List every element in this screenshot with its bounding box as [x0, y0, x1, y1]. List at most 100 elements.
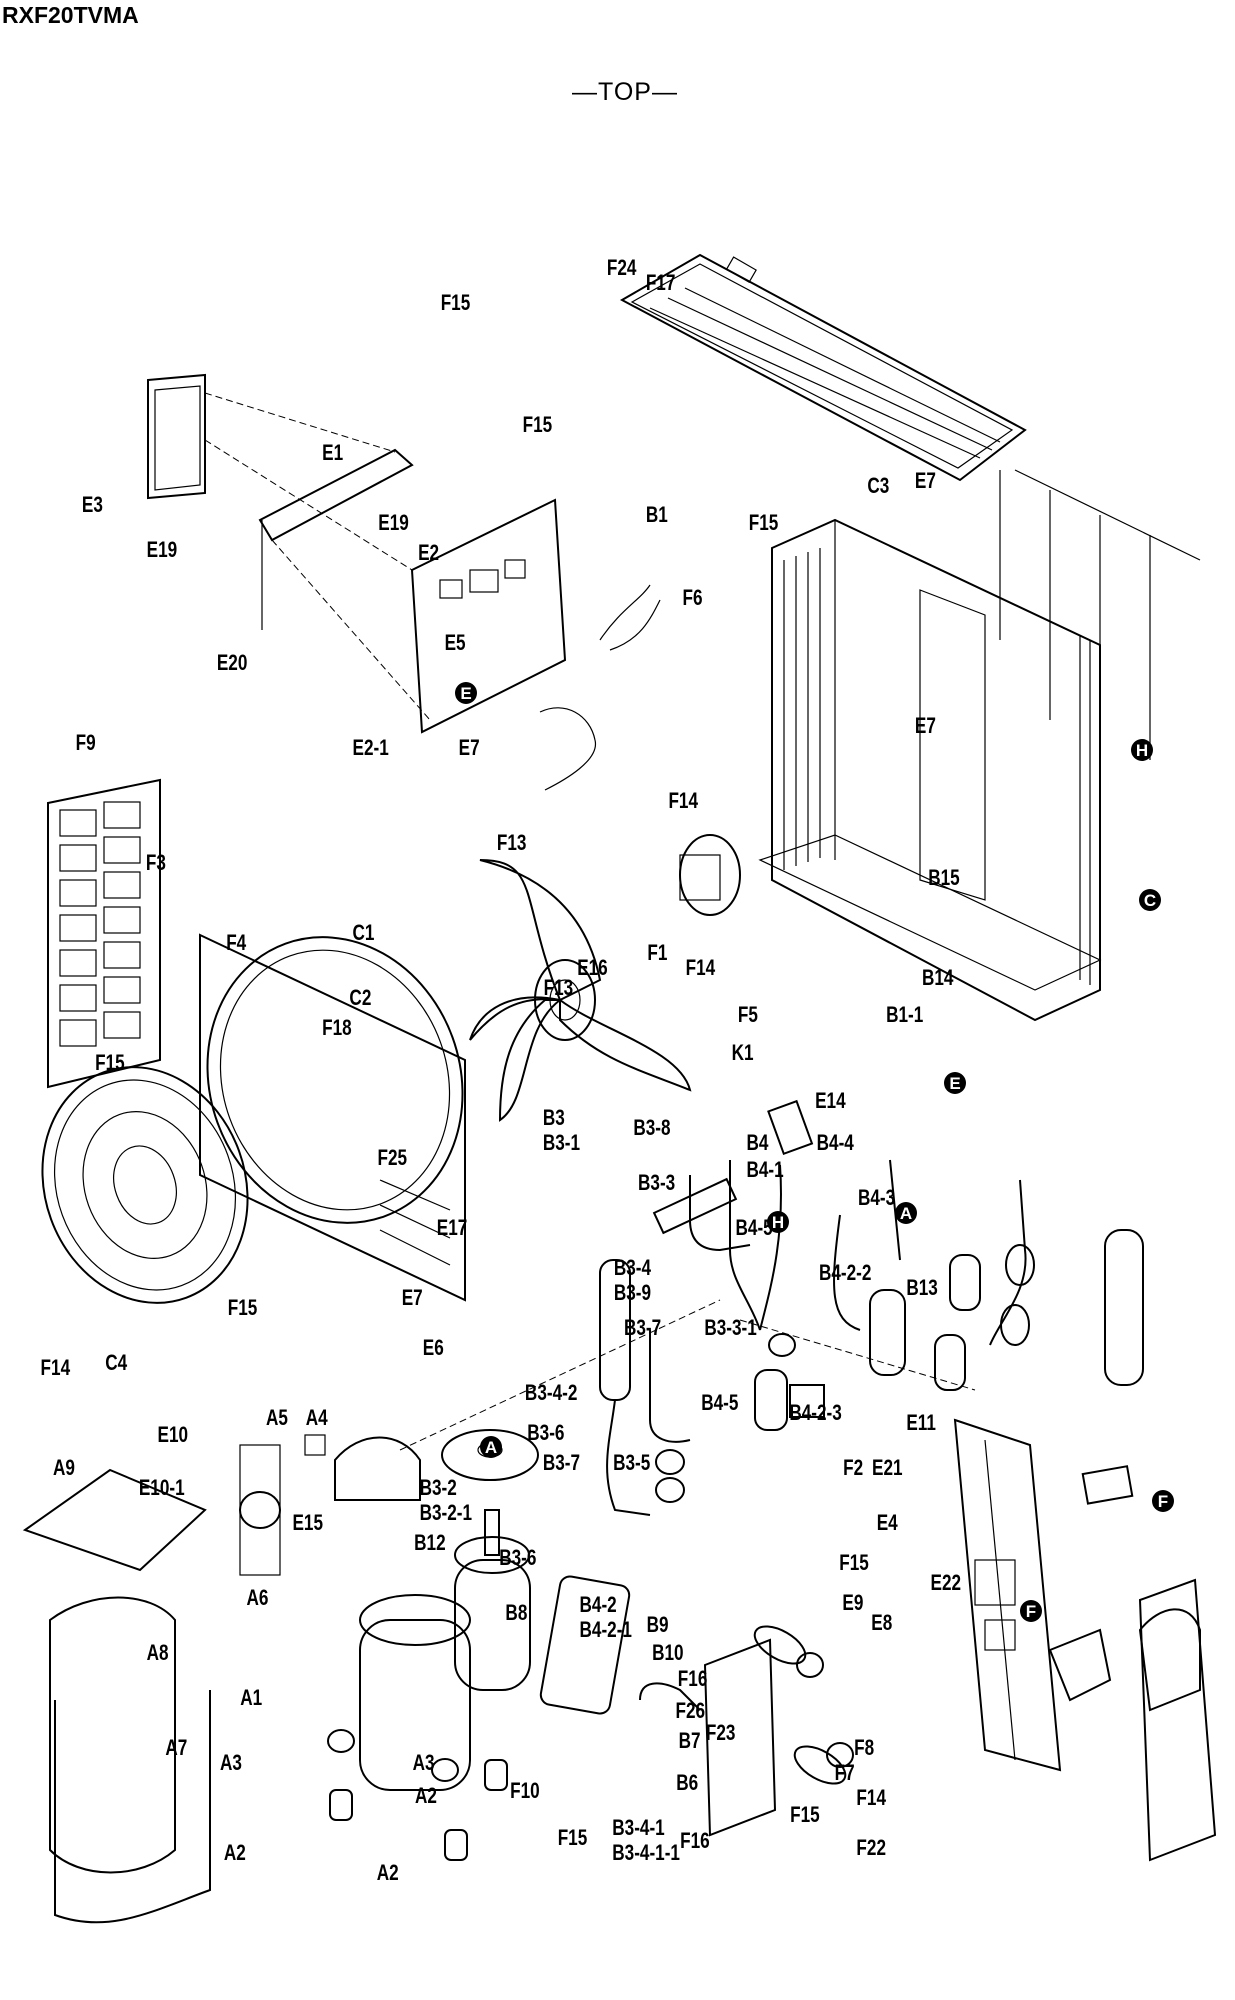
part-label: B13 — [906, 1276, 937, 1301]
top-panel-drawing — [619, 253, 1027, 482]
part-label: A2 — [415, 1784, 437, 1809]
view-label: —TOP— — [572, 78, 678, 106]
part-label: A6 — [246, 1586, 268, 1611]
part-label: F7 — [835, 1761, 855, 1786]
part-label: E20 — [217, 651, 248, 676]
part-label: F13 — [497, 831, 527, 856]
part-label: B14 — [922, 966, 953, 991]
part-label: B4-2-2 — [819, 1261, 871, 1286]
part-label: B12 — [414, 1531, 445, 1556]
part-label: F22 — [856, 1836, 886, 1861]
part-label: C4 — [105, 1351, 127, 1376]
part-label: B3-8 — [633, 1116, 670, 1141]
part-label: B3-1 — [543, 1131, 580, 1156]
marker-a-2-text: A — [485, 1438, 497, 1457]
part-label: E10-1 — [139, 1476, 185, 1501]
part-label: A3 — [413, 1751, 435, 1776]
marker-f-2: F — [1020, 1600, 1042, 1622]
part-label: E3 — [82, 493, 103, 518]
part-label: B3-6 — [527, 1421, 564, 1446]
part-label: B3-4-2 — [525, 1381, 577, 1406]
part-label: B3-3-1 — [704, 1316, 756, 1341]
side-grille-drawing — [47, 778, 161, 1089]
part-label: B4-5 — [701, 1391, 738, 1416]
part-label: E9 — [842, 1591, 863, 1616]
part-label: C3 — [867, 474, 889, 499]
part-label: F5 — [738, 1003, 758, 1028]
fan-motor-drawing — [679, 834, 741, 916]
part-label: F26 — [675, 1699, 705, 1724]
part-label: B4-2-3 — [789, 1401, 841, 1426]
part-label: F18 — [322, 1016, 352, 1041]
part-label: F10 — [510, 1779, 540, 1804]
part-label: A1 — [240, 1686, 262, 1711]
part-label: F15 — [523, 413, 553, 438]
front-panel-drawing — [199, 933, 466, 1302]
marker-f-1-text: F — [1158, 1492, 1168, 1511]
part-label: B3-4 — [614, 1256, 651, 1281]
compressor-drawing — [327, 1429, 631, 1861]
part-label: E2-1 — [353, 736, 389, 761]
part-label: F13 — [544, 976, 574, 1001]
marker-h-2: H — [767, 1211, 789, 1233]
frame-coil-drawing — [758, 469, 1201, 1022]
part-label: E19 — [378, 511, 409, 536]
part-label: F14 — [668, 789, 698, 814]
part-label: E8 — [871, 1611, 892, 1636]
part-label: F15 — [441, 291, 471, 316]
part-label: E7 — [402, 1286, 423, 1311]
marker-c-1: C — [1139, 889, 1161, 911]
part-label: F15 — [749, 511, 779, 536]
fan-guard-drawing — [41, 1066, 249, 1304]
part-label: E7 — [915, 714, 936, 739]
part-label: F24 — [607, 256, 637, 281]
part-label: E6 — [423, 1336, 444, 1361]
part-label: B3-2-1 — [420, 1501, 472, 1526]
marker-e-1: E — [455, 682, 477, 704]
marker-a-1-text: A — [900, 1204, 912, 1223]
part-label: F15 — [790, 1803, 820, 1828]
part-label: F16 — [678, 1667, 708, 1692]
part-label: F15 — [558, 1826, 588, 1851]
marker-a-2: A — [480, 1436, 502, 1458]
part-label: F17 — [646, 271, 676, 296]
part-label: B3 — [543, 1106, 565, 1131]
marker-f-1: F — [1152, 1490, 1174, 1512]
marker-h-2-text: H — [772, 1213, 784, 1232]
part-label: F14 — [856, 1786, 886, 1811]
part-label: B4-5 — [736, 1216, 773, 1241]
part-label: B3-9 — [614, 1281, 651, 1306]
part-label: B4-2-1 — [580, 1618, 632, 1643]
part-label: B1 — [646, 503, 668, 528]
part-label: B4-3 — [858, 1186, 895, 1211]
part-label: B3-4-1-1 — [612, 1841, 680, 1866]
part-label: B3-7 — [543, 1451, 580, 1476]
part-label: E7 — [459, 736, 480, 761]
part-label: B3-4-1 — [612, 1816, 664, 1841]
part-label: A5 — [266, 1406, 288, 1431]
part-label: C2 — [349, 986, 371, 1011]
part-label: E2 — [418, 541, 439, 566]
part-label: E1 — [322, 441, 343, 466]
part-label: F14 — [41, 1356, 71, 1381]
part-label: E17 — [437, 1216, 468, 1241]
part-label: F25 — [378, 1146, 408, 1171]
part-label: K1 — [732, 1041, 754, 1066]
piping-drawing — [399, 1099, 1144, 1516]
part-label: E10 — [158, 1423, 189, 1448]
part-label: E15 — [293, 1511, 324, 1536]
part-label: F2 — [843, 1456, 863, 1481]
right-panel-drawing — [953, 1418, 1217, 1862]
part-label: A4 — [306, 1406, 328, 1431]
part-label: A8 — [147, 1641, 169, 1666]
part-label: F15 — [839, 1551, 869, 1576]
part-label: B9 — [647, 1613, 669, 1638]
part-label: A2 — [377, 1861, 399, 1886]
marker-h-1: H — [1131, 739, 1153, 761]
part-label: F3 — [146, 851, 166, 876]
marker-f-2-text: F — [1026, 1602, 1036, 1621]
part-label: F1 — [647, 941, 667, 966]
part-label: A3 — [220, 1751, 242, 1776]
